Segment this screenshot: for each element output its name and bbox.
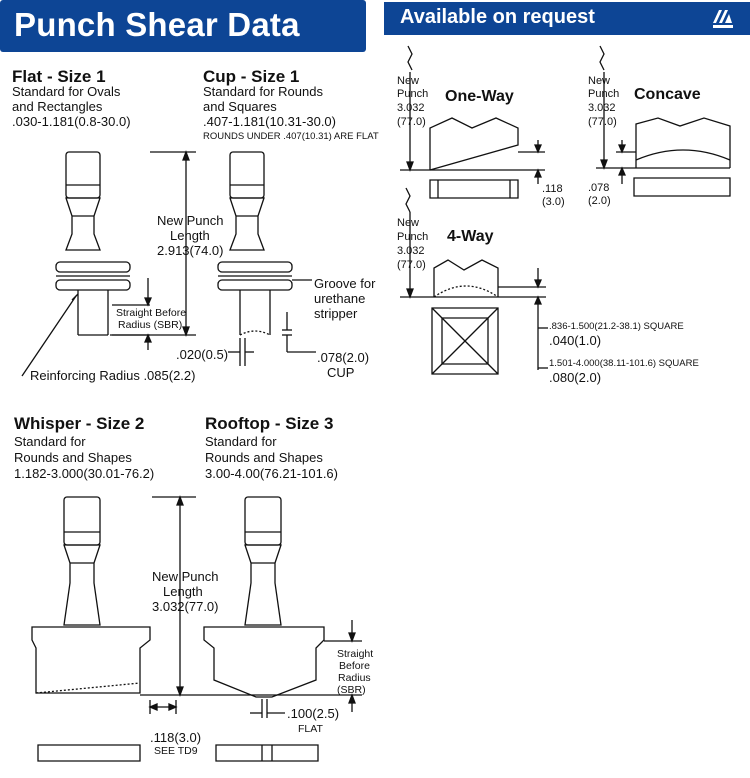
fourway-np2: Punch — [397, 231, 429, 243]
dim-078: .078(2.0) — [317, 350, 370, 365]
brand-logo-icon — [713, 10, 733, 28]
dim-118: .118(3.0) — [150, 730, 202, 745]
concave-dim1: .078 — [588, 182, 610, 194]
fourway-np4: (77.0) — [397, 259, 426, 271]
left-banner: Punch Shear Data — [0, 0, 366, 52]
concave-np3: 3.032 — [588, 102, 616, 114]
top-length-value: 2.913(74.0) — [157, 243, 224, 258]
rooftop-line2: Rounds and Shapes — [205, 450, 323, 465]
bottom-sbr-l4: (SBR) — [337, 684, 366, 696]
fourway-square2-value: .080(2.0) — [549, 370, 602, 385]
cup-word: CUP — [327, 365, 355, 380]
groove-l3: stripper — [314, 306, 358, 321]
cup-range: .407-1.181(10.31-30.0) — [203, 114, 336, 129]
whisper-punch-drawing — [32, 497, 150, 761]
bottom-length-l2: Length — [163, 584, 203, 599]
bottom-length-l1: New Punch — [152, 569, 219, 584]
concave-np2: Punch — [588, 88, 620, 100]
concave-np4: (77.0) — [588, 116, 617, 128]
bottom-sbr-l2: Before — [339, 660, 370, 672]
oneway-np3: 3.032 — [397, 102, 425, 114]
cup-punch-drawing — [218, 152, 292, 335]
right-banner-title: Available on request — [400, 6, 595, 28]
whisper-title: Whisper - Size 2 — [14, 414, 145, 433]
flat-title: Flat - Size 1 — [12, 67, 106, 86]
reinforcing-radius: Reinforcing Radius .085(2.2) — [30, 368, 196, 383]
oneway-dim1: .118 — [542, 183, 563, 195]
concave-dim2: (2.0) — [588, 195, 611, 207]
cup-note: ROUNDS UNDER .407(10.31) ARE FLAT — [203, 131, 379, 142]
oneway-np2: Punch — [397, 88, 429, 100]
rooftop-line1: Standard for — [205, 434, 277, 449]
oneway-np1: New — [397, 75, 420, 87]
rooftop-title: Rooftop - Size 3 — [205, 414, 334, 433]
concave-drawing — [596, 46, 730, 196]
bottom-length-value: 3.032(77.0) — [152, 599, 219, 614]
oneway-dim2: (3.0) — [542, 196, 565, 208]
fourway-drawing — [400, 188, 548, 374]
oneway-np4: (77.0) — [397, 116, 426, 128]
oneway-drawing — [400, 46, 545, 198]
top-sbr-l1: Straight Before — [116, 307, 187, 319]
dim-020: .020(0.5) — [176, 347, 229, 362]
flat-word: FLAT — [298, 723, 323, 735]
left-banner-title: Punch Shear Data — [14, 6, 300, 43]
fourway-title: 4-Way — [447, 228, 494, 245]
rooftop-punch-drawing — [204, 497, 324, 761]
fourway-np3: 3.032 — [397, 245, 425, 257]
see-td9: SEE TD9 — [154, 745, 198, 757]
oneway-title: One-Way — [445, 88, 514, 105]
right-banner: Available on request — [384, 2, 750, 35]
rooftop-range: 3.00-4.00(76.21-101.6) — [205, 466, 338, 481]
fourway-square1: .836-1.500(21.2-38.1) SQUARE — [549, 321, 684, 332]
whisper-line2: Rounds and Shapes — [14, 450, 132, 465]
dim-100: .100(2.5) — [287, 706, 340, 721]
fourway-np1: New — [397, 217, 420, 229]
bottom-sbr-l1: Straight — [337, 648, 374, 660]
whisper-line1: Standard for — [14, 434, 86, 449]
flat-line2: and Rectangles — [12, 99, 103, 114]
flat-line1: Standard for Ovals — [12, 84, 121, 99]
fourway-square2: 1.501-4.000(38.11-101.6) SQUARE — [549, 358, 699, 369]
flat-range: .030-1.181(0.8-30.0) — [12, 114, 131, 129]
groove-l1: Groove for — [314, 276, 376, 291]
concave-np1: New — [588, 75, 611, 87]
bottom-sbr-l3: Radius — [338, 672, 371, 684]
top-length-l2: Length — [170, 228, 210, 243]
top-length-l1: New Punch — [157, 213, 224, 228]
groove-l2: urethane — [314, 291, 366, 306]
cup-line2: and Squares — [203, 99, 277, 114]
flat-punch-drawing — [56, 152, 130, 335]
whisper-range: 1.182-3.000(30.01-76.2) — [14, 466, 155, 481]
top-sbr-l2: Radius (SBR) — [118, 319, 183, 331]
cup-title: Cup - Size 1 — [203, 67, 300, 86]
cup-line1: Standard for Rounds — [203, 84, 323, 99]
fourway-square1-value: .040(1.0) — [549, 333, 602, 348]
concave-title: Concave — [634, 86, 701, 103]
